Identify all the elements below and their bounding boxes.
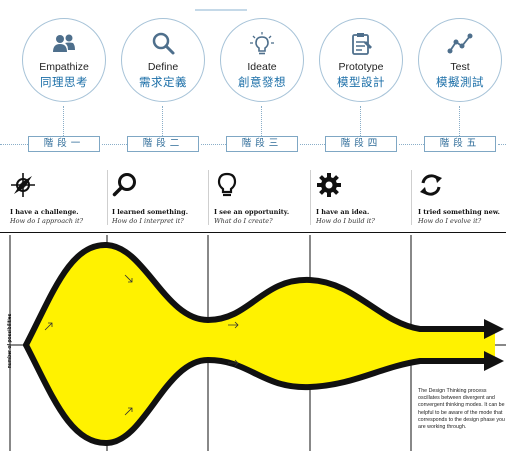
- gear-icon: [317, 173, 341, 197]
- arrowhead-icon: [484, 319, 504, 339]
- stage-empathize: Empathize 同理思考: [22, 18, 106, 148]
- phase-separator: [107, 170, 108, 225]
- clipboard-icon: [352, 32, 372, 55]
- step-badge-3: 階段三: [226, 136, 298, 152]
- stage-title: Test: [450, 60, 470, 73]
- phase-question: How do I interpret it?: [112, 217, 184, 225]
- phase-tried: I tried something new. How do I evolve i…: [418, 172, 506, 225]
- phase-statement: I see an opportunity.: [214, 208, 290, 216]
- phase-learned: I learned something. How do I interpret …: [112, 172, 208, 225]
- phase-question: How do I build it?: [316, 217, 375, 225]
- phase-statement: I have an idea.: [316, 208, 370, 216]
- stage-circle: Define 需求定義: [121, 18, 205, 102]
- step-badge-5: 階段五: [424, 136, 496, 152]
- phase-idea: I have an idea. How do I build it?: [316, 172, 412, 225]
- connector-dots: [360, 106, 361, 148]
- step-connector: [102, 144, 127, 145]
- possibility-shape: [26, 244, 495, 444]
- stage-circle: Test 模擬測試: [418, 18, 502, 102]
- step-connector: [300, 144, 325, 145]
- stage-title: Ideate: [247, 60, 277, 73]
- stage-ideate: Ideate 創意發想: [220, 18, 304, 148]
- chart-line-icon: [447, 33, 473, 53]
- stage-circle: Prototype 模型設計: [319, 18, 403, 102]
- phase-question: What do I create?: [214, 217, 273, 225]
- stage-define: Define 需求定義: [121, 18, 205, 148]
- stage-subtitle: 創意發想: [238, 76, 286, 89]
- phase-statement: I tried something new.: [418, 208, 500, 216]
- step-badge-4: 階段四: [325, 136, 397, 152]
- phase-separator: [411, 170, 412, 225]
- top-accent-line: [195, 9, 247, 11]
- connector-dots: [459, 106, 460, 148]
- magnifier-icon: [152, 32, 175, 54]
- arrowhead-icon: [484, 351, 504, 371]
- y-axis-label: number of possibilities: [7, 313, 13, 369]
- phase-challenge: I have a challenge. How do I approach it…: [10, 172, 106, 225]
- step-connector: [0, 144, 28, 145]
- lightbulb-icon: [217, 172, 237, 197]
- stage-prototype: Prototype 模型設計: [319, 18, 403, 148]
- flow-arrows: [44, 274, 239, 416]
- process-note: The Design Thinking process oscillates b…: [418, 388, 505, 431]
- connector-dots: [261, 106, 262, 148]
- stage-subtitle: 需求定義: [139, 76, 187, 89]
- divergence-diagram: [9, 235, 506, 451]
- upper-outline: [23, 241, 493, 348]
- stage-circle: Empathize 同理思考: [22, 18, 106, 102]
- stage-subtitle: 模擬測試: [436, 76, 484, 89]
- section-divider: [0, 232, 506, 233]
- lightbulb-icon: [250, 31, 274, 54]
- lower-outline: [23, 342, 493, 447]
- step-connector: [399, 144, 424, 145]
- step-connector: [201, 144, 226, 145]
- connector-dots: [162, 106, 163, 148]
- phase-question: How do I approach it?: [10, 217, 84, 225]
- phase-opportunity: I see an opportunity. What do I create?: [214, 172, 310, 225]
- stage-circle: Ideate 創意發想: [220, 18, 304, 102]
- phase-question: How do I evolve it?: [418, 217, 482, 225]
- stage-subtitle: 模型設計: [337, 76, 385, 89]
- step-badge-2: 階段二: [127, 136, 199, 152]
- connector-dots: [63, 106, 64, 148]
- stage-title: Define: [147, 60, 179, 73]
- stage-title: Empathize: [39, 60, 89, 73]
- step-badge-1: 階段一: [28, 136, 100, 152]
- phase-separator: [208, 170, 209, 225]
- step-connector: [498, 144, 506, 145]
- phase-separator: [310, 170, 311, 225]
- magnifier-icon: [112, 173, 136, 197]
- cycle-icon: [420, 174, 442, 196]
- phase-statement: I have a challenge.: [10, 208, 79, 216]
- stage-test: Test 模擬測試: [418, 18, 502, 148]
- stage-subtitle: 同理思考: [40, 76, 88, 89]
- stage-title: Prototype: [338, 60, 384, 73]
- phase-statement: I learned something.: [112, 208, 188, 216]
- compass-icon: [11, 173, 35, 197]
- people-icon: [53, 34, 75, 52]
